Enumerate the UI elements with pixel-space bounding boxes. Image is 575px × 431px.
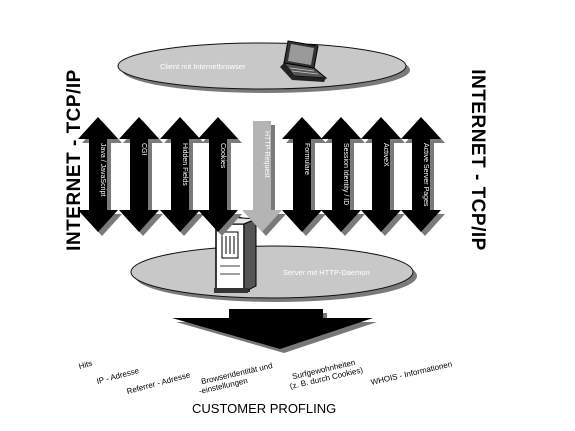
customer-profiling-title: CUSTOMER PROFLING	[192, 401, 337, 416]
client-ellipse	[117, 42, 407, 90]
arrow-body	[198, 117, 238, 232]
arrow-label: Cookies	[219, 143, 226, 169]
internet-tcpip-label-right: INTERNET - TCP/IP	[467, 69, 488, 251]
arrow-body	[361, 117, 401, 232]
arrow-label: ActiveX	[382, 143, 389, 167]
arrow-body	[321, 117, 361, 232]
arrow-cookies: Cookies	[198, 117, 242, 236]
server-ellipse	[130, 245, 414, 299]
arrow-body	[401, 117, 441, 232]
arrow-label: Active Server Pages	[422, 143, 429, 207]
arrow-active-server-pages: Active Server Pages	[401, 117, 445, 236]
arrow-label: Formulare	[303, 143, 310, 175]
arrow-formulare: Formulare	[282, 117, 326, 236]
arrow-body	[78, 117, 118, 232]
arrow-session-identity-id: Session Identity / ID	[321, 117, 365, 236]
arrow-body	[160, 117, 200, 232]
arrow-body	[282, 117, 322, 232]
arrow-label: Java / JavaScript	[99, 143, 106, 196]
arrow-label: Hidden Fields	[181, 143, 188, 186]
arrow-java-javascript: Java / JavaScript	[78, 117, 122, 236]
arrow-activex: ActiveX	[361, 117, 405, 236]
arrow-hidden-fields: Hidden Fields	[160, 117, 204, 236]
arrow-cgi: CGI	[119, 117, 163, 236]
arrow-http-request: HTTP-Request	[242, 121, 286, 236]
internet-tcpip-label-left: INTERNET - TCP/IP	[64, 69, 85, 251]
client-label: Client mit Internetbrowser	[160, 62, 246, 71]
arrow-label: Session Identity / ID	[342, 143, 349, 205]
arrow-label: CGI	[140, 143, 147, 156]
client-node: Client mit Internetbrowser	[117, 40, 410, 93]
server-tower-icon	[214, 216, 257, 293]
downward-flow-arrow	[172, 309, 377, 353]
arrow-body	[242, 121, 282, 232]
server-label: Server mit HTTP-Daemon	[283, 268, 370, 277]
server-node: Server mit HTTP-Daemon	[130, 216, 417, 302]
laptop-icon	[280, 40, 328, 82]
arrow-label: HTTP-Request	[263, 131, 270, 178]
connection-arrows: Java / JavaScript CGI Hidden Fields Cookies…	[78, 117, 445, 236]
arrow-body	[119, 117, 159, 232]
